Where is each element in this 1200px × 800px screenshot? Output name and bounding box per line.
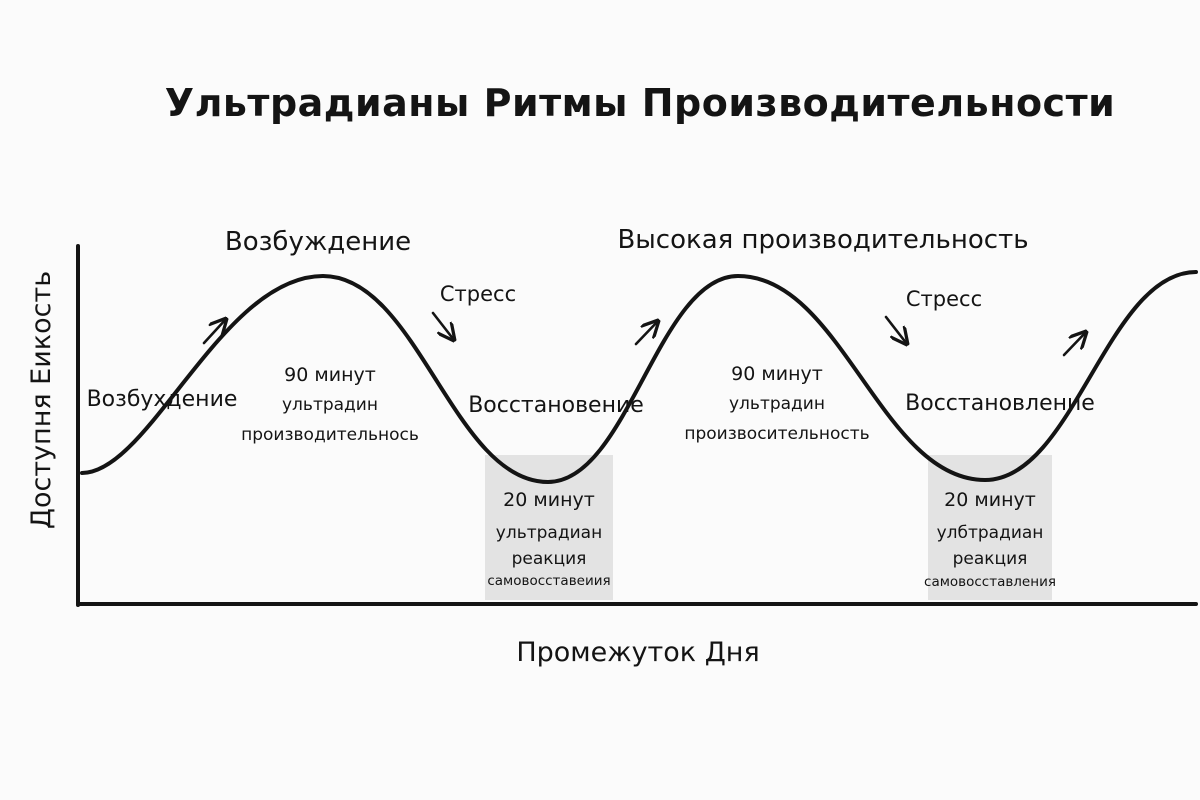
x-axis-label: Промежуток Дня (516, 637, 759, 668)
arrow-up-right-icon (634, 321, 658, 346)
diagram-title: Ультрадианы Ритмы Производительности (165, 81, 1115, 125)
arrow-down-right-icon (884, 315, 907, 344)
work-block-2-name: произвосительность (684, 424, 869, 444)
recovery-block-2-type: улбтрадиан (937, 523, 1044, 543)
phase-label-peak-1: Возбуждение (225, 227, 411, 257)
work-block-1-duration: 90 минут (284, 364, 376, 386)
arrow-down-right-icon (431, 311, 454, 340)
recovery-block-2-reaction: реакция (953, 549, 1028, 569)
phase-label-rise-1: Возбухдение (87, 387, 238, 412)
recovery-block-2-name: самовосставления (924, 574, 1056, 590)
energy-wave-curve (80, 270, 1198, 484)
recovery-block-1-type: ультрадиан (496, 523, 602, 543)
work-block-1-name: производительнось (241, 425, 419, 445)
phase-label-recovery-2: Восстановление (905, 391, 1095, 416)
work-block-2-duration: 90 минут (731, 363, 823, 385)
y-axis-label: Доступня Еикость (26, 271, 57, 529)
phase-label-stress-1: Стресс (440, 282, 516, 306)
recovery-shade-1 (485, 455, 613, 600)
recovery-block-2-duration: 20 минут (944, 489, 1036, 511)
recovery-block-1-name: самовосставеиия (487, 573, 610, 589)
phase-label-peak-2: Высокая производительность (617, 225, 1028, 255)
arrow-up-right-icon (202, 319, 226, 345)
phase-label-stress-2: Стресс (906, 287, 982, 311)
recovery-block-1-duration: 20 минут (503, 489, 595, 511)
phase-label-recovery-1: Восстановение (468, 393, 644, 418)
work-block-2-type: ультрадин (729, 394, 825, 414)
work-block-1-type: ультрадин (282, 395, 378, 415)
arrow-up-right-icon (1062, 332, 1086, 357)
recovery-block-1-reaction: реакция (512, 549, 587, 569)
